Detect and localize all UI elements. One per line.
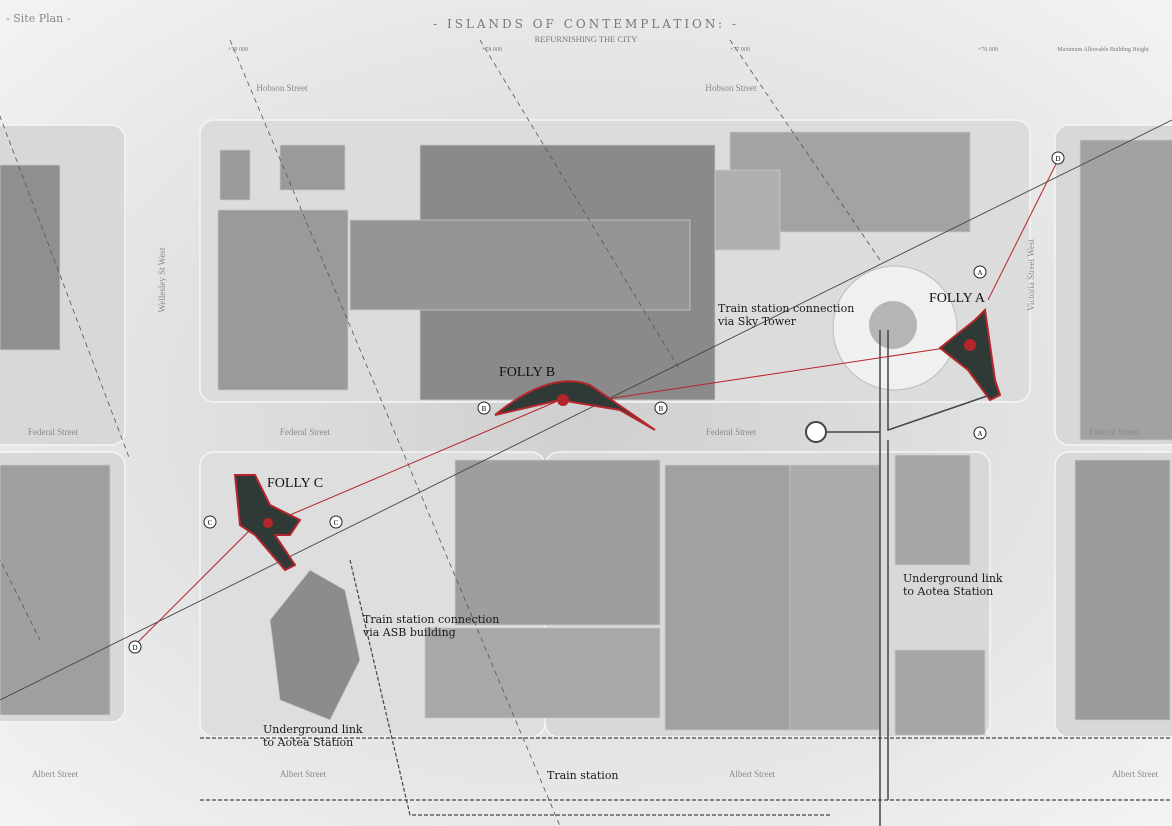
levels-legend: Maximum Allowable Building Height	[1057, 47, 1149, 53]
grid-lines	[0, 39, 881, 826]
svg-text:A: A	[977, 430, 982, 438]
section-marker-a-bottom: A	[973, 426, 987, 440]
level-marker: +76 000	[978, 47, 998, 53]
annotation-asb: Train station connection	[363, 613, 499, 626]
section-marker-c-right: C	[329, 515, 343, 529]
svg-text:C: C	[334, 519, 339, 527]
annotation-sky-tower: Train station connection	[718, 302, 854, 315]
annotation-sky-tower: via Sky Tower	[717, 315, 797, 328]
page-subtitle: REFURNISHING THE CITY	[535, 34, 638, 44]
svg-text:D: D	[1055, 155, 1060, 163]
level-marker: +77 000	[730, 47, 750, 53]
svg-text:B: B	[482, 405, 487, 413]
section-label: - Site Plan -	[6, 12, 71, 25]
street-label: Wellesley St West	[157, 247, 167, 312]
page-title: - ISLANDS OF CONTEMPLATION: -	[433, 17, 739, 31]
folly-b-shape	[494, 380, 656, 431]
svg-text:C: C	[208, 519, 213, 527]
section-markers: A A B B C C D D	[128, 151, 1065, 654]
annotation-underground-left: Underground link	[263, 723, 363, 736]
street-label: Hobson Street	[705, 83, 757, 93]
view-axis-line	[0, 119, 1172, 701]
street-label: Albert Street	[32, 769, 79, 779]
folly-b-label: FOLLY B	[499, 365, 555, 380]
level-marker: +78 000	[482, 47, 502, 53]
section-marker-b-left: B	[477, 401, 491, 415]
folly-a-shape	[938, 307, 1002, 402]
street-label: Federal Street	[1089, 427, 1140, 437]
annotation-underground-right: to Aotea Station	[903, 585, 993, 598]
svg-text:B: B	[659, 405, 664, 413]
annotation-asb: via ASB building	[362, 626, 456, 639]
street-label: Albert Street	[729, 769, 776, 779]
section-marker-d-top: D	[1051, 151, 1065, 165]
buildings	[0, 131, 1172, 736]
street-label: Federal Street	[280, 427, 331, 437]
street-label: Federal Street	[706, 427, 757, 437]
street-label: Albert Street	[1112, 769, 1159, 779]
section-marker-c-left: C	[203, 515, 217, 529]
underground-link-lines	[200, 559, 1172, 816]
svg-text:A: A	[977, 269, 982, 277]
sight-lines	[134, 159, 1059, 646]
section-marker-a-top: A	[973, 265, 987, 279]
sky-tower-plaza	[805, 265, 991, 826]
street-label: Victoria Street West	[1026, 238, 1036, 311]
section-marker-d-bottom: D	[128, 640, 142, 654]
street-label: Albert Street	[280, 769, 327, 779]
svg-text:D: D	[132, 644, 137, 652]
folly-c-shape	[233, 474, 302, 572]
annotation-underground-right: Underground link	[903, 572, 1003, 585]
street-label: Hobson Street	[256, 83, 308, 93]
annotation-underground-left: to Aotea Station	[263, 736, 353, 749]
folly-c-label: FOLLY C	[267, 476, 323, 491]
street-label: Federal Street	[28, 427, 79, 437]
folly-a-label: FOLLY A	[929, 291, 986, 306]
level-marker: +79 000	[228, 47, 248, 53]
section-marker-b-right: B	[654, 401, 668, 415]
annotation-train-station: Train station	[547, 769, 619, 782]
